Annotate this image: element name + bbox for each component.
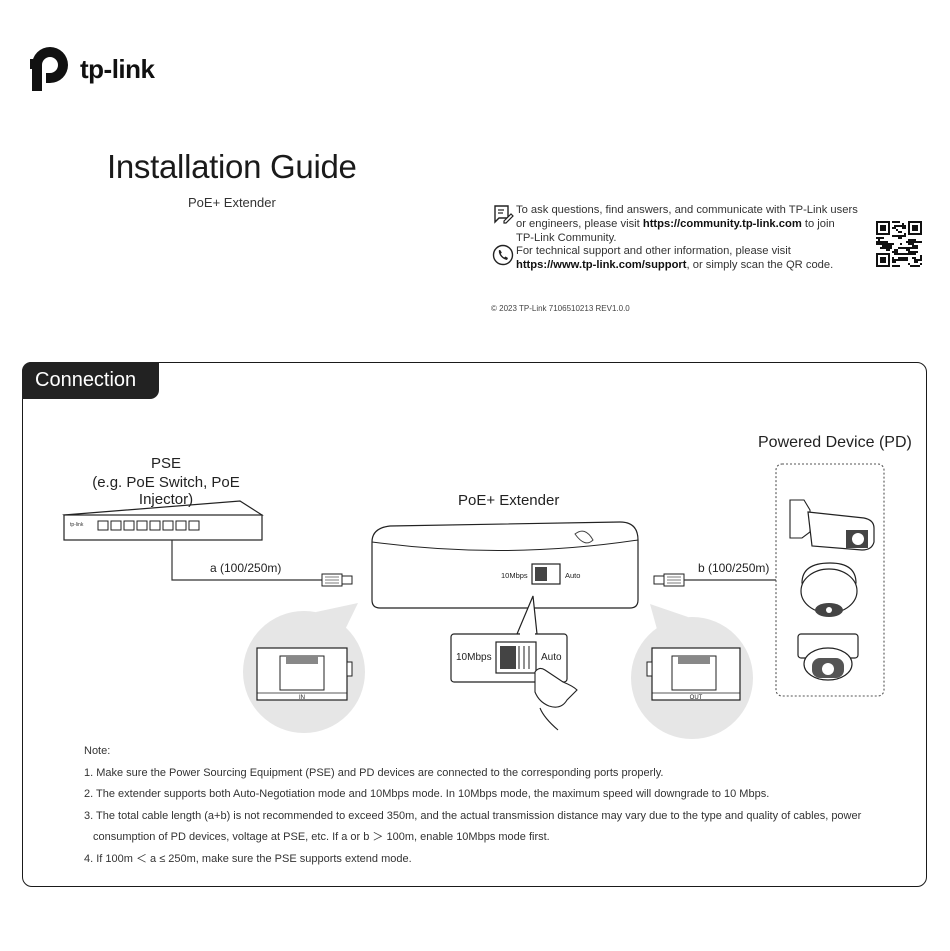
note-1: 1. Make sure the Power Sourcing Equipmen… xyxy=(84,766,664,779)
hand-pointer-icon xyxy=(534,667,578,731)
rj45-plug-b-icon xyxy=(653,573,685,587)
chat-edit-icon xyxy=(494,205,514,224)
community-link[interactable]: https://community.tp-link.com xyxy=(642,218,802,230)
brand-name: tp-link xyxy=(80,53,155,84)
pse-label: PSE (e.g. PoE Switch, PoE Injector) xyxy=(66,455,266,508)
community-line2a: or engineers, please visit xyxy=(516,218,643,230)
in-port-bubble-tail xyxy=(316,603,358,640)
note-3-line2: consumption of PD devices, voltage at PS… xyxy=(93,831,550,844)
callout-switch-right-label: Auto xyxy=(541,652,562,663)
pse-switch-icon: tp-link xyxy=(62,500,264,541)
phone-icon xyxy=(492,244,514,266)
qr-code-icon[interactable] xyxy=(876,221,922,267)
cable-a-line xyxy=(171,540,322,581)
support-link[interactable]: https://www.tp-link.com/support xyxy=(516,259,687,271)
poe-extender-icon xyxy=(371,521,639,609)
support-line1: For technical support and other informat… xyxy=(516,245,791,257)
cable-b-label: b (100/250m) xyxy=(698,561,770,575)
support-line2b: , or simply scan the QR code. xyxy=(686,259,834,271)
dome-camera-icon xyxy=(800,562,858,617)
in-port-icon xyxy=(256,647,353,701)
cable-a-label: a (100/250m) xyxy=(210,561,282,575)
connection-tab: Connection xyxy=(22,362,159,399)
in-port-label: IN xyxy=(299,695,305,701)
note-4: 4. If 100m ＜ a ≤ 250m, make sure the PSE… xyxy=(84,852,412,865)
document-code: © 2023 TP-Link 7106510213 REV1.0.0 xyxy=(491,304,630,313)
page-subtitle: PoE+ Extender xyxy=(188,195,276,210)
page-title: Installation Guide xyxy=(107,148,357,185)
notes-heading: Note: xyxy=(84,745,111,757)
community-line1: To ask questions, find answers, and comm… xyxy=(516,204,858,216)
tp-link-logo-icon xyxy=(30,47,68,91)
extender-switch-right-label: Auto xyxy=(565,571,580,580)
community-line2b: to join xyxy=(801,218,835,230)
out-port-bubble-tail xyxy=(650,604,688,640)
tp-link-logo: tp-link xyxy=(30,45,155,93)
community-info: To ask questions, find answers, and comm… xyxy=(492,203,858,245)
extender-switch-left-label: 10Mbps xyxy=(501,571,528,580)
pse-label-line2: (e.g. PoE Switch, PoE Injector) xyxy=(92,474,240,508)
callout-switch-left-label: 10Mbps xyxy=(456,652,492,663)
out-port-label: OUT xyxy=(690,695,703,701)
community-line3: TP-Link Community. xyxy=(516,232,617,244)
connection-panel xyxy=(22,362,927,887)
powered-device-group xyxy=(775,463,885,697)
note-3-line1: 3. The total cable length (a+b) is not r… xyxy=(84,809,862,822)
note-2: 2. The extender supports both Auto-Negot… xyxy=(84,788,770,801)
turret-camera-icon xyxy=(797,633,859,681)
powered-device-label: Powered Device (PD) xyxy=(758,434,912,451)
rj45-plug-a-icon xyxy=(321,573,353,587)
notes-section: Note: 1. Make sure the Power Sourcing Eq… xyxy=(84,741,884,871)
extender-label: PoE+ Extender xyxy=(458,492,560,509)
mode-switch-toggle[interactable] xyxy=(495,641,537,674)
support-info: For technical support and other informat… xyxy=(492,244,833,272)
out-port-icon xyxy=(646,647,741,701)
bullet-camera-icon xyxy=(789,499,875,551)
pse-label-line1: PSE xyxy=(150,455,181,472)
svg-text:tp-link: tp-link xyxy=(70,522,84,528)
